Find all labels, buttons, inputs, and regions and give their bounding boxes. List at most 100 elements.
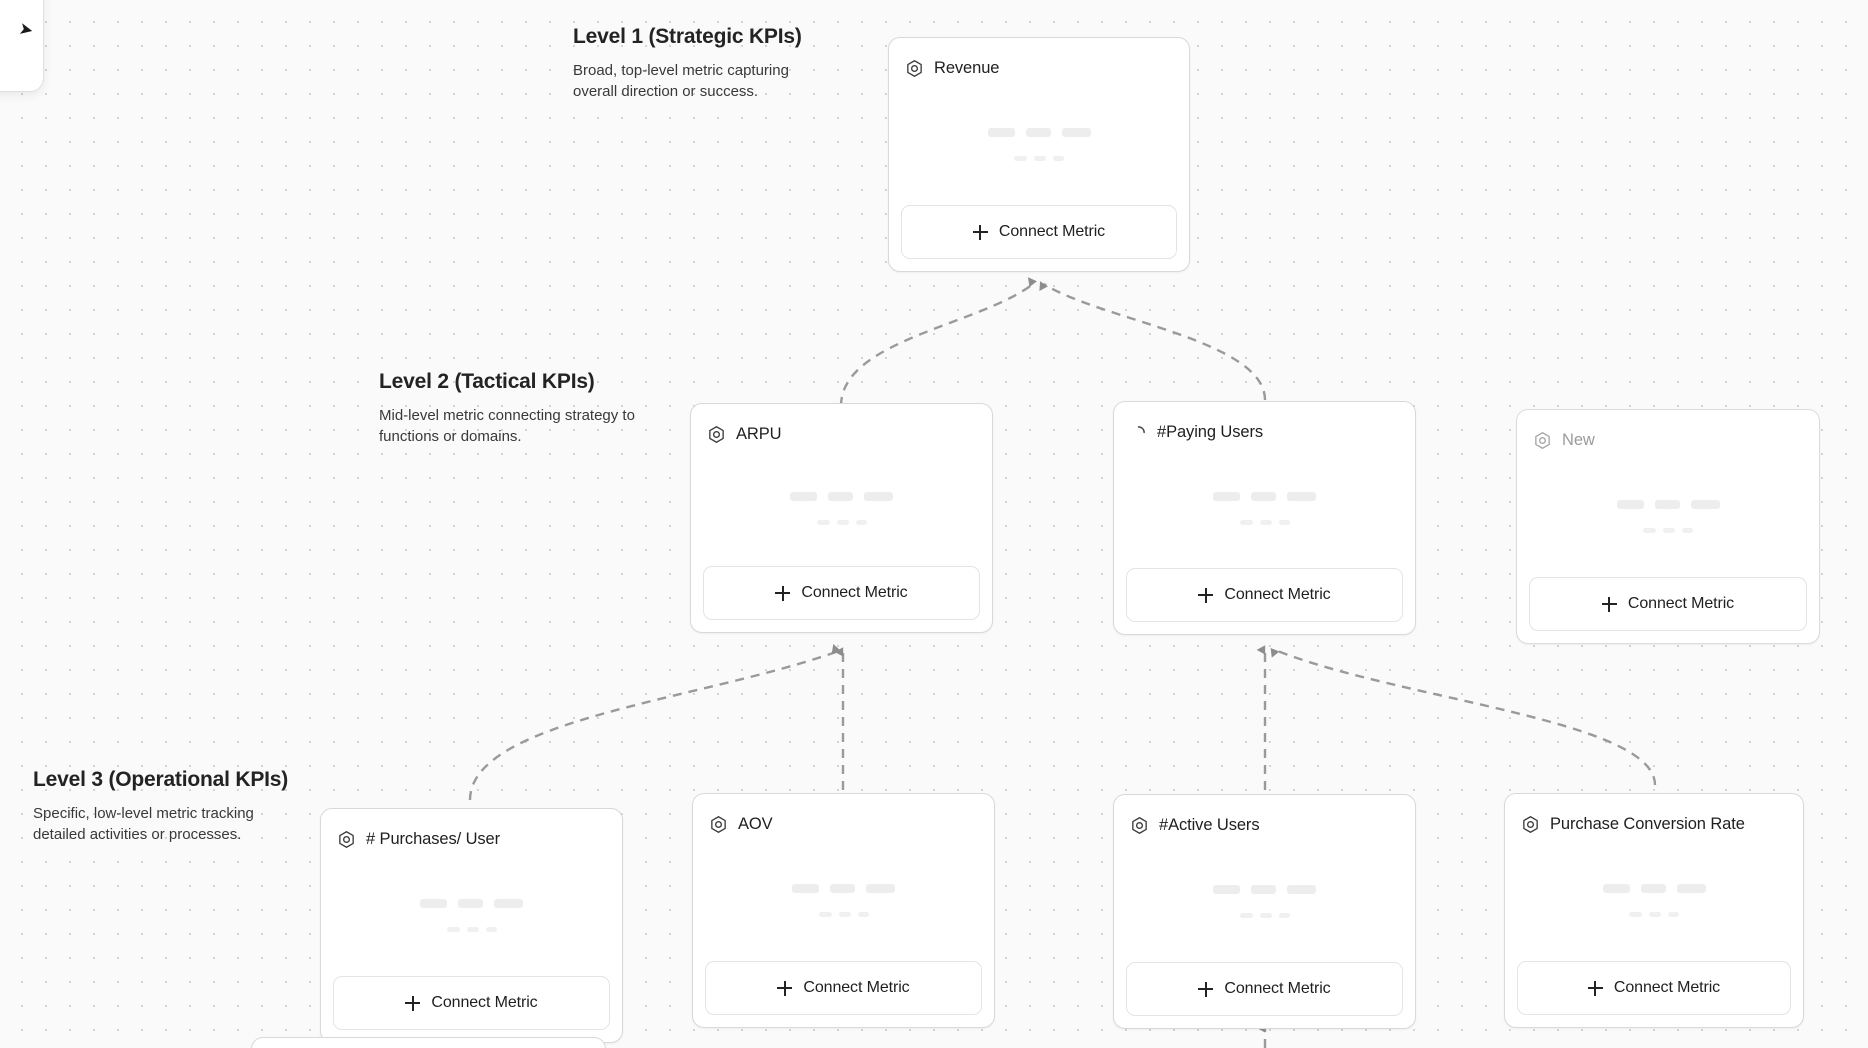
skeleton-bar — [1654, 500, 1680, 509]
card-skeleton-body — [691, 448, 992, 566]
skeleton-bar — [1025, 128, 1051, 137]
skeleton-bar — [855, 519, 867, 525]
skeleton-bar — [1053, 156, 1064, 161]
skeleton-bar — [466, 927, 479, 932]
connect-metric-label: Connect Metric — [431, 994, 538, 1011]
connect-metric-button[interactable]: Connect Metric — [705, 961, 982, 1015]
skeleton-row-secondary — [1239, 913, 1290, 918]
card-title: New — [1562, 430, 1595, 449]
connect-metric-button[interactable]: Connect Metric — [1126, 962, 1403, 1016]
card-header: #Paying Users — [1114, 402, 1415, 446]
metric-card-purchases-per-user[interactable]: # Purchases/ User Connect Metric — [320, 808, 623, 1043]
metric-card-aov[interactable]: AOV Connect Metric — [692, 793, 995, 1028]
skeleton-bar — [1278, 519, 1290, 525]
skeleton-bar — [1676, 884, 1706, 893]
hexagon-icon — [339, 830, 354, 848]
edge-purchases-arpu — [468, 644, 841, 801]
card-title: #Paying Users — [1157, 422, 1263, 441]
skeleton-bar — [458, 899, 483, 908]
skeleton-row-primary — [1213, 885, 1316, 894]
metric-card-paying-users[interactable]: #Paying Users Connect Metric — [1113, 401, 1416, 635]
skeleton-bar — [1640, 884, 1666, 893]
level-3-description: Specific, low-level metric tracking deta… — [33, 805, 254, 844]
skeleton-row-secondary — [1239, 519, 1290, 525]
connect-metric-button[interactable]: Connect Metric — [703, 566, 980, 620]
skeleton-bar — [1213, 491, 1240, 501]
plus-icon — [775, 585, 791, 601]
connect-metric-label: Connect Metric — [998, 223, 1106, 240]
skeleton-bar — [830, 884, 855, 893]
skeleton-bar — [1239, 519, 1253, 525]
connect-metric-label: Connect Metric — [1224, 586, 1331, 603]
connect-metric-button[interactable]: Connect Metric — [1517, 961, 1791, 1015]
metric-card-arpu[interactable]: ARPU Connect Metric — [690, 403, 993, 633]
plus-icon — [972, 224, 988, 240]
cursor-tool-icon[interactable]: ➤ — [16, 18, 35, 40]
skeleton-row-secondary — [1643, 528, 1693, 533]
card-skeleton-body — [1114, 839, 1415, 962]
skeleton-bar — [1239, 913, 1253, 918]
card-header: Purchase Conversion Rate — [1505, 794, 1803, 838]
skeleton-bar — [864, 491, 893, 501]
skeleton-bar — [485, 927, 497, 932]
skeleton-bar — [790, 491, 817, 501]
card-skeleton-body — [1505, 838, 1803, 961]
skeleton-row-secondary — [1629, 912, 1679, 917]
metric-card-purchase-conversion-rate[interactable]: Purchase Conversion Rate Connect Metric — [1504, 793, 1804, 1028]
skeleton-bar — [1251, 885, 1276, 894]
skeleton-bar — [494, 899, 523, 908]
plus-icon — [405, 995, 421, 1011]
hexagon-icon — [711, 815, 726, 833]
card-header: #Active Users — [1114, 795, 1415, 839]
connect-metric-button[interactable]: Connect Metric — [901, 205, 1177, 259]
skeleton-bar — [1278, 913, 1290, 918]
skeleton-bar — [828, 491, 853, 501]
skeleton-bar — [857, 912, 869, 917]
skeleton-bar — [1649, 912, 1661, 917]
skeleton-row-secondary — [1014, 156, 1064, 161]
plus-icon — [777, 980, 793, 996]
skeleton-row-primary — [420, 899, 523, 908]
card-skeleton-body — [693, 838, 994, 961]
skeleton-row-primary — [792, 884, 895, 893]
connect-metric-button[interactable]: Connect Metric — [1529, 577, 1807, 631]
skeleton-bar — [1663, 528, 1675, 533]
hexagon-icon — [907, 59, 922, 77]
card-skeleton-body — [889, 82, 1189, 205]
skeleton-bar — [1682, 528, 1693, 533]
skeleton-row-primary — [1213, 491, 1316, 501]
skeleton-bar — [1602, 884, 1630, 893]
connect-metric-button[interactable]: Connect Metric — [1126, 568, 1403, 622]
connect-metric-label: Connect Metric — [1224, 980, 1331, 997]
metric-card-revenue[interactable]: Revenue Connect Metric — [888, 37, 1190, 272]
card-header: AOV — [693, 794, 994, 838]
card-title: # Purchases/ User — [366, 829, 501, 848]
metric-card-partial-bottom[interactable] — [251, 1037, 606, 1048]
skeleton-bar — [1061, 128, 1091, 137]
skeleton-bar — [1213, 885, 1240, 894]
skeleton-bar — [1259, 913, 1272, 918]
floating-toolbar-panel[interactable]: ➤ — [0, 0, 44, 92]
metric-card-new[interactable]: New Connect Metric — [1516, 409, 1820, 644]
card-title: Purchase Conversion Rate — [1550, 814, 1745, 833]
level-1-label-block: Level 1 (Strategic KPIs) Broad, top-leve… — [573, 25, 833, 103]
level-1-title: Level 1 (Strategic KPIs) — [573, 25, 802, 48]
skeleton-bar — [1616, 500, 1644, 509]
card-skeleton-body — [1517, 454, 1819, 577]
card-skeleton-body — [321, 853, 622, 976]
skeleton-bar — [446, 927, 460, 932]
skeleton-bar — [1690, 500, 1720, 509]
skeleton-bar — [818, 912, 832, 917]
level-3-label-block: Level 3 (Operational KPIs) Specific, low… — [33, 768, 293, 846]
connect-metric-label: Connect Metric — [801, 584, 908, 601]
plus-icon — [1198, 587, 1214, 603]
skeleton-row-secondary — [816, 519, 867, 525]
skeleton-bar — [987, 128, 1015, 137]
metric-card-active-users[interactable]: #Active Users Connect Metric — [1113, 794, 1416, 1029]
card-skeleton-body — [1114, 446, 1415, 568]
connect-metric-label: Connect Metric — [1613, 979, 1721, 996]
skeleton-row-secondary — [446, 927, 497, 932]
connect-metric-button[interactable]: Connect Metric — [333, 976, 610, 1030]
plus-icon — [1198, 981, 1214, 997]
